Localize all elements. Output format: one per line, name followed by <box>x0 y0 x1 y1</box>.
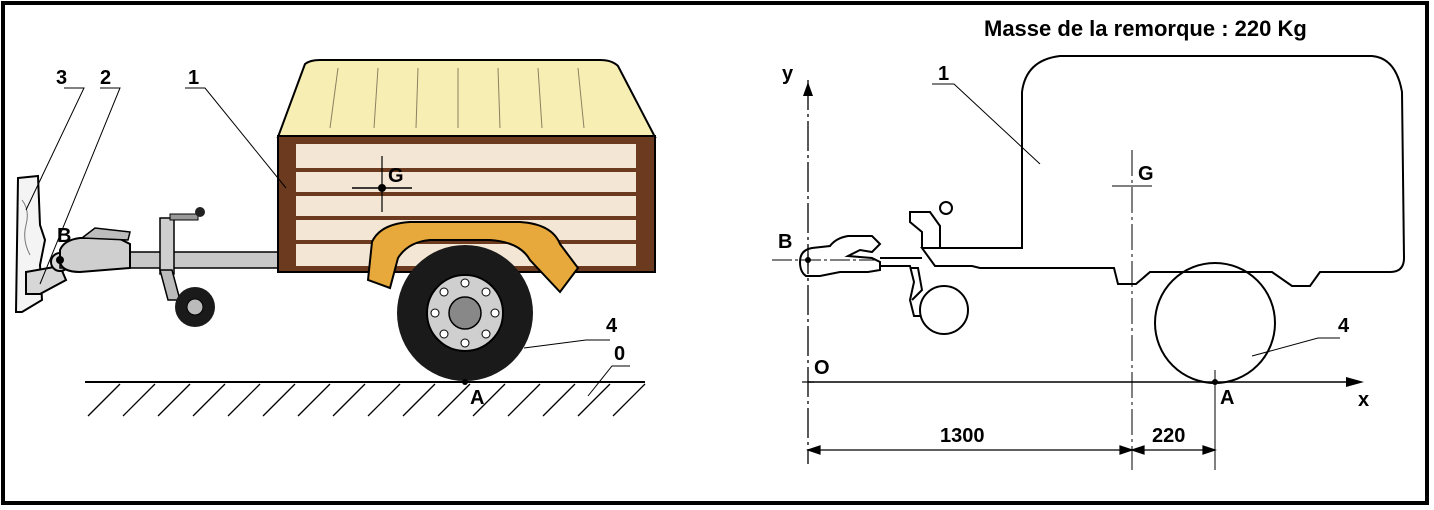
label-b-left: B <box>57 225 71 247</box>
title: Masse de la remorque : 220 Kg <box>984 16 1307 41</box>
label-part-1-left: 1 <box>188 67 199 89</box>
wheel-part-4 <box>397 245 533 381</box>
right-view: Masse de la remorque : 220 Kg y x O <box>772 16 1406 470</box>
label-part-3: 3 <box>56 67 67 89</box>
jockey-wheel <box>159 207 215 327</box>
fender <box>366 221 580 294</box>
label-a-right: A <box>1220 387 1234 409</box>
label-a-left: A <box>470 387 484 409</box>
dimension-g-to-a: 220 <box>1152 425 1185 447</box>
dimension-lines <box>806 445 1217 455</box>
label-axis-x: x <box>1358 389 1369 411</box>
point-a-marker-right <box>1212 370 1218 470</box>
jockey-wheel-outline <box>910 267 969 335</box>
label-part-0: 0 <box>614 343 625 365</box>
point-b-marker-right <box>772 254 876 266</box>
label-part-4-left: 4 <box>606 315 618 337</box>
label-g-left: G <box>388 165 404 187</box>
label-part-2: 2 <box>100 67 111 89</box>
point-a-marker-left <box>462 379 468 385</box>
label-origin: O <box>814 357 830 379</box>
label-part-4-right: 4 <box>1338 315 1350 337</box>
dimension-o-to-g: 1300 <box>940 425 985 447</box>
left-view: G A B 3 2 1 4 0 <box>14 59 657 417</box>
y-axis <box>803 80 813 464</box>
label-part-1-right: 1 <box>938 63 949 85</box>
canopy <box>276 59 657 138</box>
label-b-right: B <box>778 231 792 253</box>
trailer-outline-part-1 <box>798 55 1406 317</box>
leader-lines-left <box>25 87 630 397</box>
point-g-marker-left <box>352 156 412 212</box>
x-axis <box>808 377 1364 387</box>
point-g-marker-right <box>1112 150 1152 470</box>
leader-lines-right <box>932 83 1340 357</box>
label-g-right: G <box>1138 163 1154 185</box>
label-axis-y: y <box>782 63 794 85</box>
ground-part-0 <box>85 381 646 417</box>
